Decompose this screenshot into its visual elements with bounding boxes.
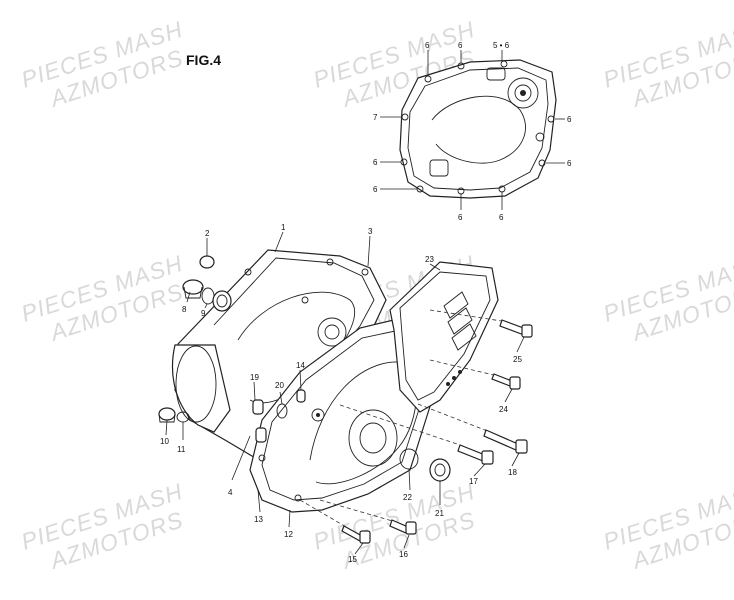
- plug-2: [199, 255, 215, 269]
- clutch-cover-inset: [380, 50, 565, 210]
- callout-13: 13: [254, 515, 263, 524]
- callout-24: 24: [499, 405, 508, 414]
- callout-22: 22: [403, 493, 412, 502]
- bolt-15: [299, 499, 371, 544]
- callout-6: 6: [499, 213, 504, 222]
- callout-11: 11: [177, 445, 186, 454]
- leader-lines: [165, 231, 525, 555]
- callout-6: 6: [458, 213, 463, 222]
- callout-6: 6: [567, 115, 572, 124]
- callout-20: 20: [275, 381, 284, 390]
- cap-21: [429, 458, 451, 482]
- callout-9: 9: [201, 309, 206, 318]
- callout-12: 12: [284, 530, 293, 539]
- callout-25: 25: [513, 355, 522, 364]
- oil-filler-cap: [182, 279, 204, 299]
- callout-17: 17: [469, 477, 478, 486]
- callout-23: 23: [425, 255, 434, 264]
- callout-10: 10: [160, 437, 169, 446]
- callout-7: 7: [373, 113, 378, 122]
- bolt-17: [339, 404, 494, 465]
- figure-title: FIG.4: [186, 52, 222, 68]
- callout-18: 18: [508, 468, 517, 477]
- bolt-25: [429, 309, 533, 338]
- callout-8: 8: [182, 305, 187, 314]
- callout-6: 6: [458, 41, 463, 50]
- callout-15: 15: [348, 555, 357, 564]
- callout-6: 6: [373, 185, 378, 194]
- callout-19: 19: [250, 373, 259, 382]
- callout-3: 3: [368, 227, 373, 236]
- callout-6: 6: [567, 159, 572, 168]
- callout-1: 1: [281, 223, 286, 232]
- callout-4: 4: [228, 488, 233, 497]
- callout-5-6: 5 • 6: [493, 41, 510, 50]
- callout-21: 21: [435, 509, 444, 518]
- drain-bolt-10: [158, 407, 176, 423]
- bolt-24: [429, 359, 521, 390]
- bolt-18: [417, 403, 528, 454]
- oil-seal-round: [212, 290, 232, 312]
- callout-16: 16: [399, 550, 408, 559]
- o-ring-9: [201, 287, 215, 305]
- callout-14: 14: [296, 361, 305, 370]
- callout-2: 2: [205, 229, 210, 238]
- callout-6: 6: [373, 158, 378, 167]
- callout-labels: 6 6 5 • 6 7 6 6 6 6 6 6 1 2 3 23 8 9 14 …: [160, 41, 572, 564]
- bolt-16: [319, 499, 417, 535]
- sprocket-cover: [389, 261, 499, 413]
- callout-6: 6: [425, 41, 430, 50]
